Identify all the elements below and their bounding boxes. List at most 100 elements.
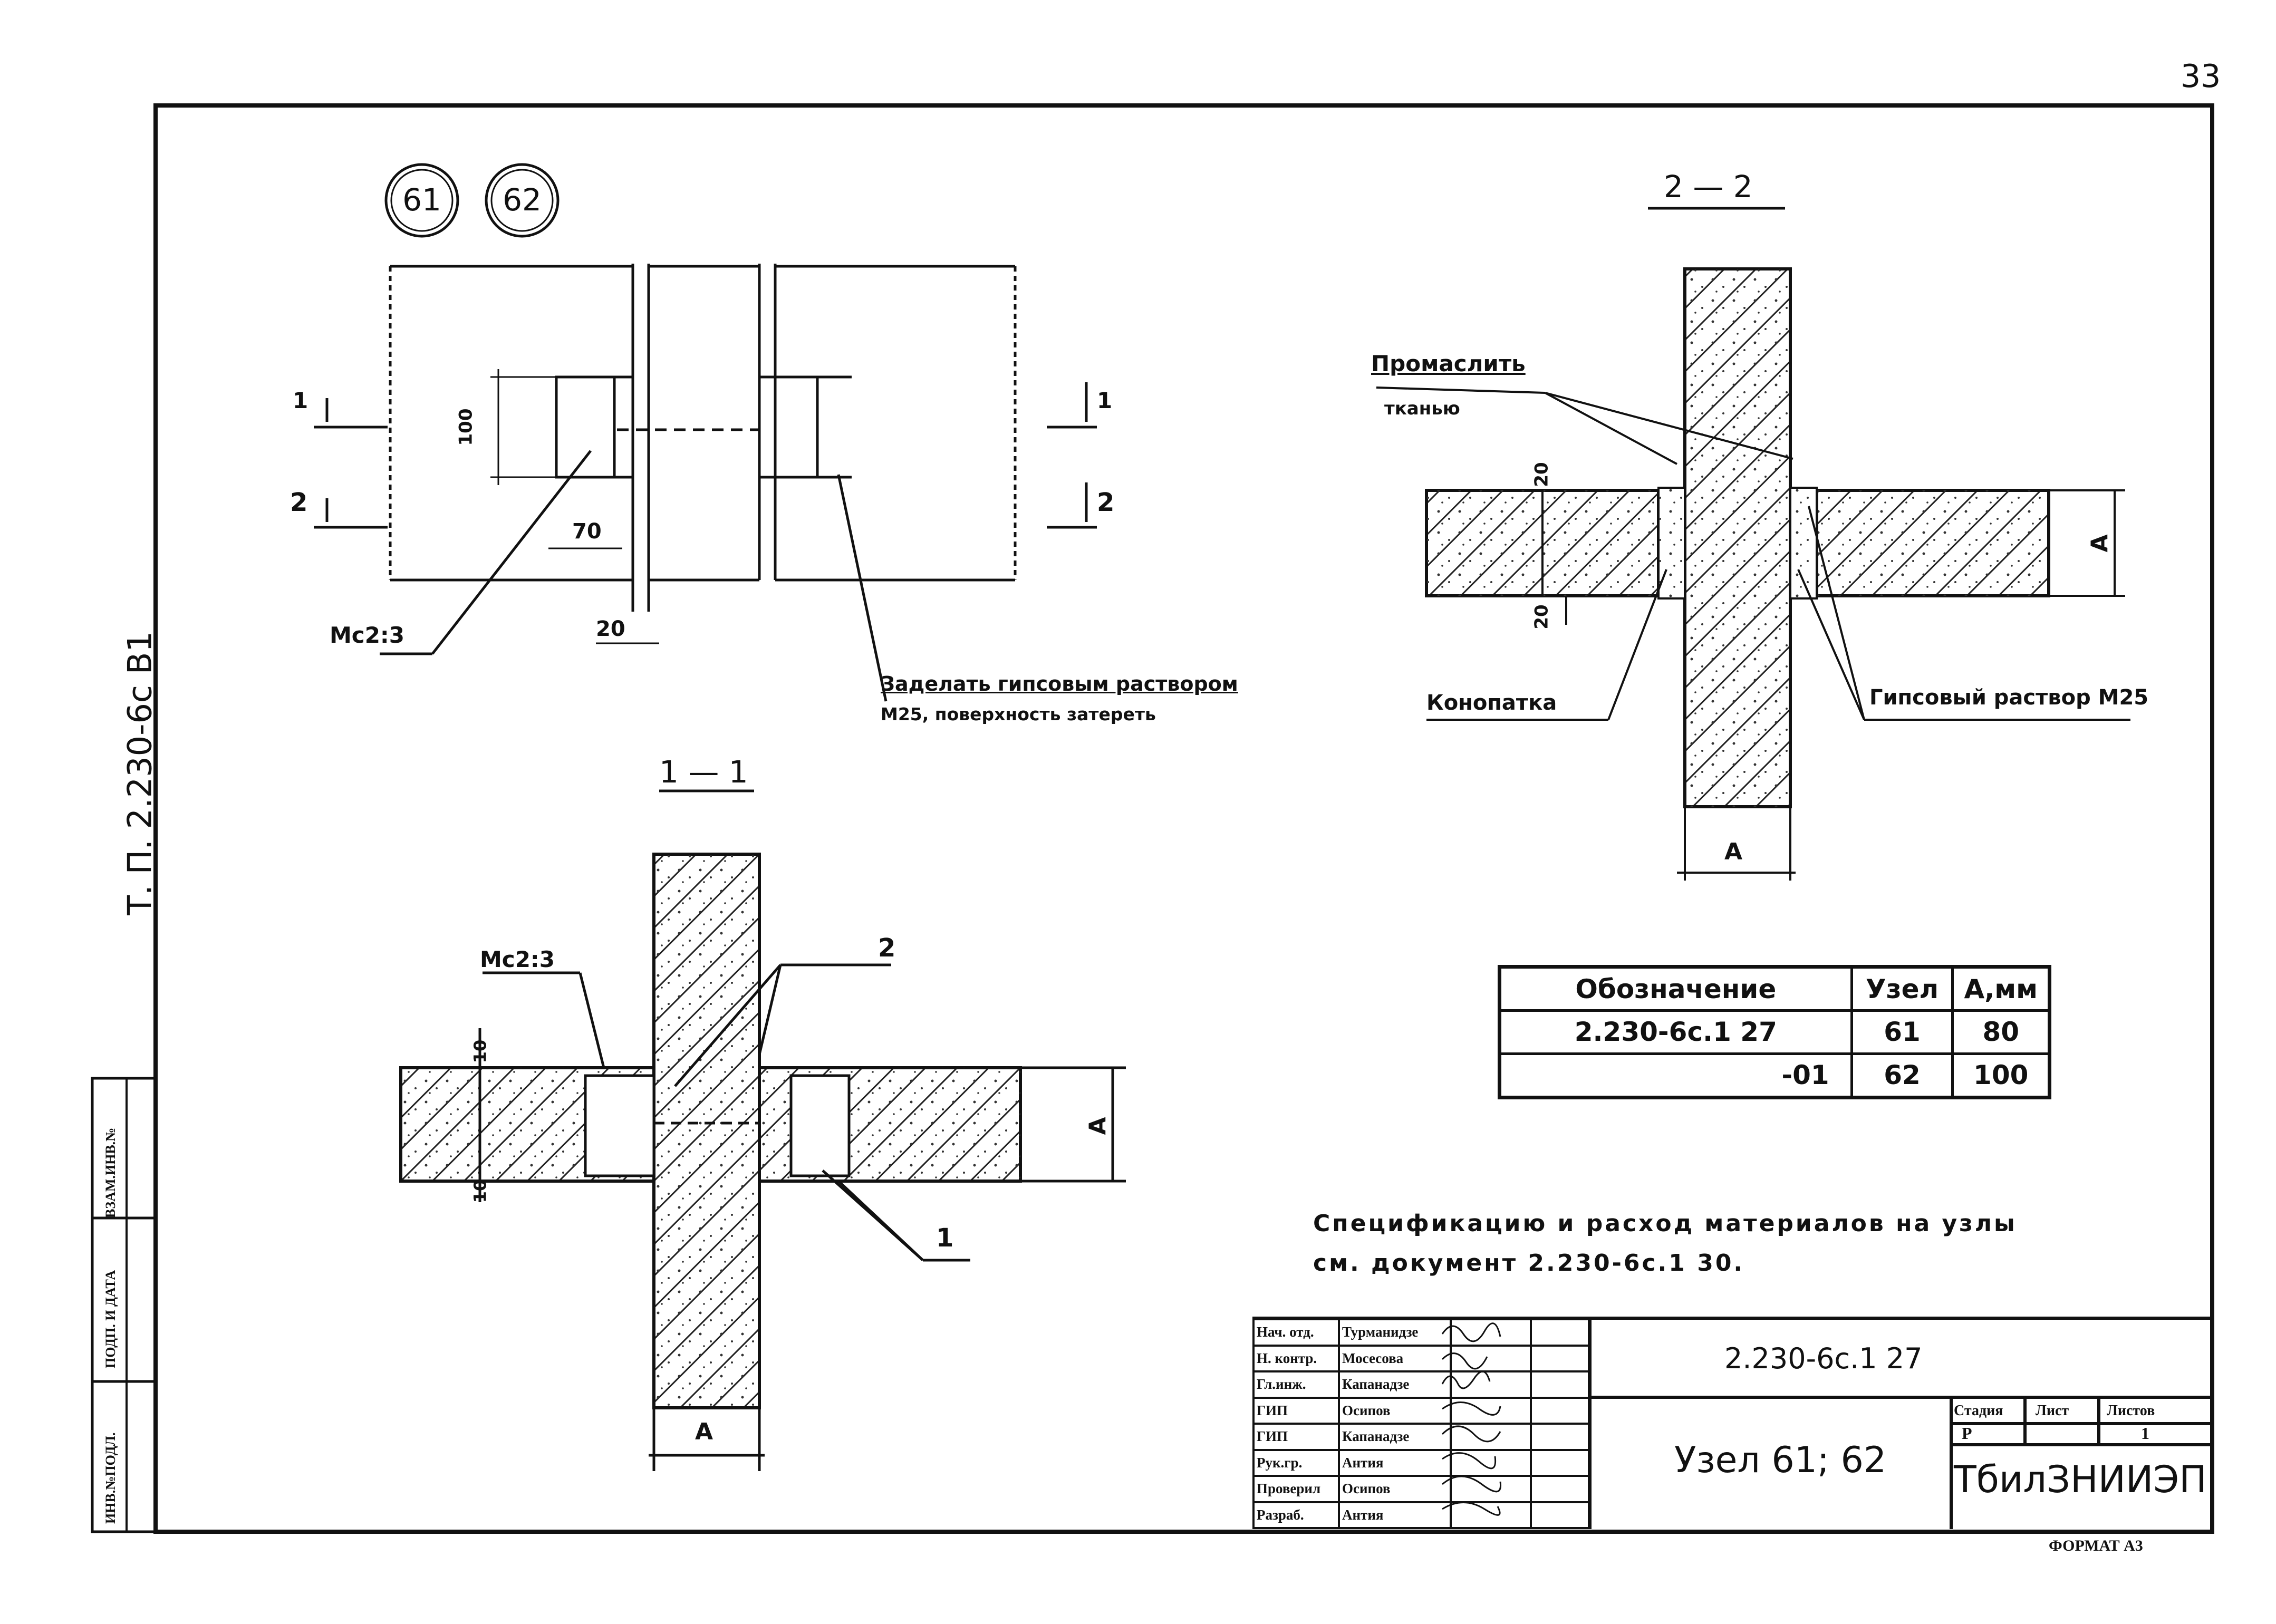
- signature-cell: [1450, 1396, 1532, 1425]
- spec-header-node: Узел: [1850, 965, 1954, 1012]
- side-cell-replace: ВЗАМ.ИНВ.№: [103, 1127, 118, 1218]
- node-circle-61: [384, 163, 459, 238]
- label-gypsum: Гипсовый раствор М25: [1869, 685, 2149, 710]
- note-line-1: Спецификацию и расход материалов на узлы: [1313, 1210, 2017, 1237]
- section-1-1: [399, 789, 1126, 1471]
- dim-10-top: 10: [470, 1039, 490, 1064]
- spec-cell: 62: [1850, 1052, 1954, 1099]
- role-name: Капанадзе: [1338, 1370, 1452, 1399]
- node-circle-62: [485, 163, 560, 238]
- dim-100: 100: [455, 408, 477, 446]
- sheet-title: Узел 61; 62: [1674, 1439, 1887, 1481]
- sheets-value: 1: [2141, 1424, 2149, 1443]
- sheets-header: Листов: [2107, 1403, 2155, 1419]
- role-name: Капанадзе: [1338, 1423, 1452, 1451]
- callout-1: 1: [936, 1223, 954, 1253]
- node-label-61: 61: [402, 182, 441, 218]
- mark-mortar-plan: Мс2:3: [330, 622, 404, 648]
- signature-cell: [1450, 1370, 1532, 1399]
- signature-cell: [1450, 1501, 1532, 1529]
- spec-cell: 80: [1951, 1009, 2051, 1055]
- label-caulk: Конопатка: [1426, 691, 1557, 715]
- cut-label-2-left: 2: [290, 488, 308, 517]
- document-code: 2.230-6с.1 27: [1724, 1342, 1923, 1375]
- spec-row: -01 62 100: [1498, 1052, 2051, 1099]
- spec-header-designation: Обозначение: [1498, 965, 1853, 1012]
- spec-cell: 61: [1850, 1009, 1954, 1055]
- spec-header-a: А,мм: [1951, 965, 2051, 1012]
- cut-label-2-right: 2: [1097, 488, 1115, 517]
- cut-label-1-left: 1: [293, 388, 308, 413]
- date-cell: [1530, 1423, 1590, 1451]
- node-label-62: 62: [503, 182, 542, 218]
- role-title: Проверил: [1252, 1475, 1340, 1503]
- label-impregnate: Промаслить: [1371, 351, 1526, 376]
- title-block-roles: Нач. отд.Турманидзе Н. контр.Мосесова Гл…: [1252, 1318, 1590, 1529]
- mark-mortar-section: Мс2:3: [480, 946, 555, 972]
- callout-2: 2: [878, 933, 896, 963]
- dim-20: 20: [596, 617, 625, 641]
- role-row: Нач. отд.Турманидзе: [1252, 1318, 1590, 1347]
- stage-header: Стадия: [1954, 1403, 2003, 1419]
- dim-70: 70: [572, 519, 602, 544]
- note-gypsum-line1: Заделать гипсовым раствором: [881, 672, 1238, 695]
- page-number: 33: [2181, 58, 2221, 95]
- cut-label-1-right: 1: [1097, 388, 1113, 413]
- date-cell: [1530, 1318, 1590, 1347]
- signature-cell: [1450, 1448, 1532, 1477]
- date-cell: [1530, 1396, 1590, 1425]
- dim-a-section-vertical: А: [1084, 1117, 1112, 1135]
- spec-cell: -01: [1498, 1052, 1853, 1099]
- role-title: ГИП: [1252, 1396, 1340, 1425]
- role-title: Рук.гр.: [1252, 1448, 1340, 1477]
- role-title: Разраб.: [1252, 1501, 1340, 1529]
- spec-row: 2.230-6с.1 27 61 80: [1498, 1009, 2051, 1055]
- side-series-label: Т. П. 2.230-6с В1: [120, 631, 159, 915]
- signature-cell: [1450, 1344, 1532, 1372]
- spec-header-row: Обозначение Узел А,мм: [1498, 965, 2051, 1012]
- signature-cell: [1450, 1318, 1532, 1347]
- dim-a-horizontal: А: [1724, 838, 1743, 865]
- role-name: Мосесова: [1338, 1344, 1452, 1372]
- date-cell: [1530, 1448, 1590, 1477]
- role-row: Гл.инж.Капанадзе: [1252, 1370, 1590, 1399]
- role-row: Разраб.Антия: [1252, 1501, 1590, 1529]
- note-line-2: см. документ 2.230-6с.1 30.: [1313, 1250, 1745, 1277]
- role-row: Рук.гр.Антия: [1252, 1448, 1590, 1477]
- section-2-2: [1376, 207, 2130, 881]
- plan-view: [314, 264, 1097, 702]
- role-title: Гл.инж.: [1252, 1370, 1340, 1399]
- dim-20-top: 20: [1531, 462, 1552, 487]
- sheet-header: Лист: [2036, 1403, 2069, 1419]
- section-2-2-title: 2 — 2: [1664, 169, 1753, 205]
- date-cell: [1530, 1475, 1590, 1503]
- role-title: Н. контр.: [1252, 1344, 1340, 1372]
- role-name: Турманидзе: [1338, 1318, 1452, 1347]
- date-cell: [1530, 1501, 1590, 1529]
- role-name: Осипов: [1338, 1475, 1452, 1503]
- note-gypsum-line2: М25, поверхность затереть: [881, 704, 1156, 724]
- section-1-1-title: 1 — 1: [659, 754, 748, 790]
- side-cell-sign: ПОДП. И ДАТА: [103, 1270, 118, 1368]
- dim-20-bottom: 20: [1531, 604, 1552, 630]
- role-row: Н. контр.Мосесова: [1252, 1344, 1590, 1372]
- dim-10-bottom: 10: [470, 1179, 490, 1203]
- date-cell: [1530, 1344, 1590, 1372]
- dim-a-vertical: А: [2086, 534, 2114, 553]
- organization: ТбилЗНИИЭП: [1954, 1458, 2207, 1501]
- format-label: ФОРМАТ А3: [2049, 1537, 2143, 1554]
- signature-cell: [1450, 1475, 1532, 1503]
- dim-a-section-horizontal: А: [695, 1418, 713, 1445]
- signature-cell: [1450, 1423, 1532, 1451]
- side-stamp-box: [91, 1077, 157, 1533]
- label-impregnate-2: тканью: [1384, 398, 1460, 419]
- role-title: ГИП: [1252, 1423, 1340, 1451]
- role-name: Антия: [1338, 1448, 1452, 1477]
- date-cell: [1530, 1370, 1590, 1399]
- spec-table: Обозначение Узел А,мм 2.230-6с.1 27 61 8…: [1498, 965, 2051, 1099]
- spec-cell: 2.230-6с.1 27: [1498, 1009, 1853, 1055]
